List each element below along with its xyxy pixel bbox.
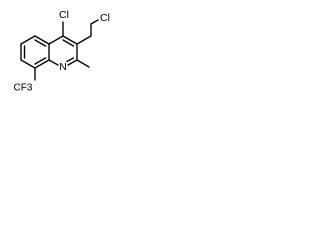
bond-c4a-c5 — [20, 35, 36, 45]
trifluoromethyl-label: CF3 — [14, 83, 33, 94]
molecule-structure-diagram: Cl Cl N CF3 — [14, 9, 110, 94]
bond-c8a-c4a — [34, 35, 50, 45]
bond-c4a-c4 — [48, 35, 64, 45]
bond-c7-c8 — [34, 59, 50, 69]
benzene-ring — [20, 35, 50, 69]
chloro-ring-label: Cl — [59, 9, 69, 21]
double-bond-inner-c4-c3 — [62, 39, 75, 47]
bond-n1-c8a — [48, 59, 59, 66]
pyridine-ring — [48, 35, 78, 66]
ring-nitrogen-label: N — [59, 61, 67, 73]
bond-c2-methyl — [76, 59, 90, 68]
bond-c6-c7 — [20, 59, 36, 69]
substituent-bonds — [34, 19, 99, 81]
bond-c3-ch2 — [76, 35, 92, 45]
bond-c2-n1 — [67, 59, 78, 66]
double-bond-inner-c2-n1 — [66, 57, 75, 63]
double-bond-inner-c7-c8 — [34, 57, 47, 65]
bond-ch2-cl — [90, 19, 99, 25]
bond-c4-c3 — [62, 35, 78, 45]
chloro-chain-label: Cl — [100, 12, 110, 24]
double-bond-inner-c8a-c4a — [34, 39, 47, 47]
